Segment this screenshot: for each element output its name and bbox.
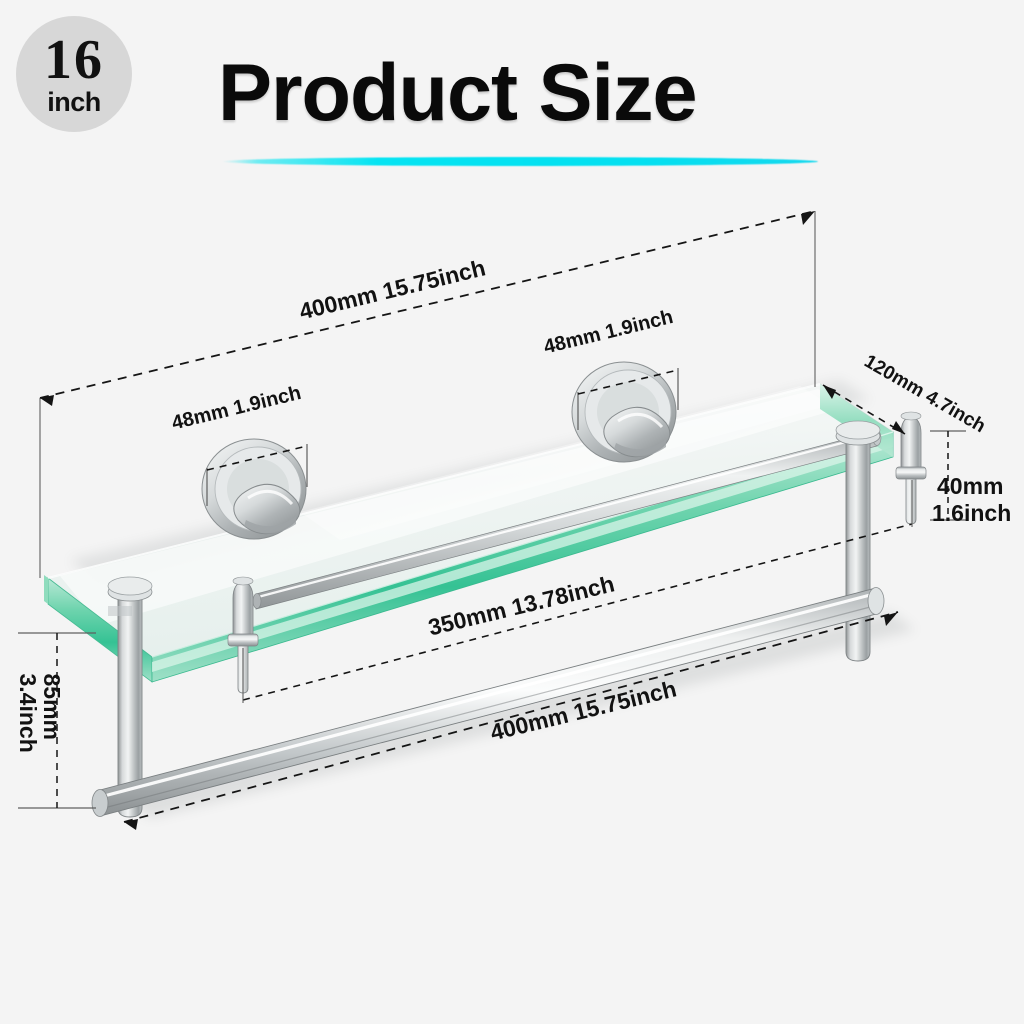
dim-label-rail-height-inch: 1.6inch: [932, 500, 1012, 526]
dim-label-rail-height-mm: 40mm: [937, 473, 1004, 499]
dim-label-total-height-mm: 85mm: [39, 673, 65, 740]
size-badge-number: 16: [44, 29, 104, 91]
size-badge-unit: inch: [47, 87, 101, 117]
title-underline-accent: [222, 157, 818, 166]
page-title: Product Size: [218, 48, 698, 138]
size-badge: 16 inch: [16, 16, 132, 132]
dim-label-total-height-inch: 3.4inch: [15, 673, 41, 753]
